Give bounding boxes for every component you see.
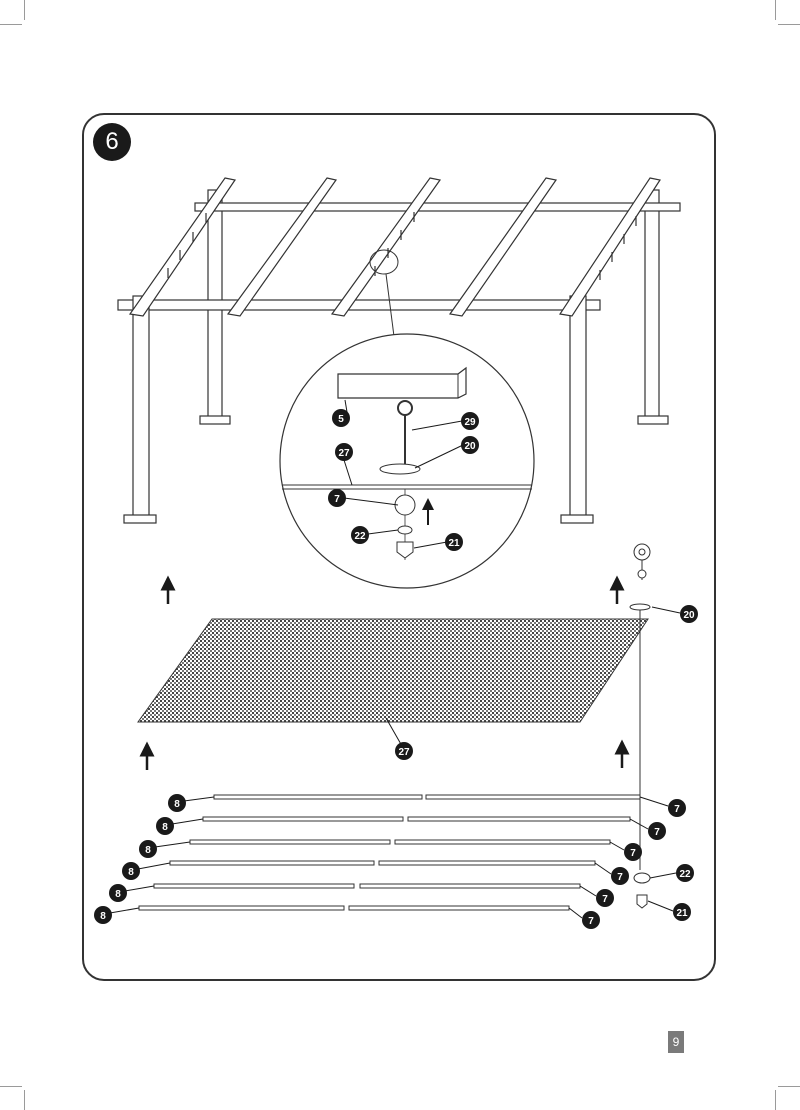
callout-22: 22 xyxy=(351,526,369,544)
rafter xyxy=(226,177,338,317)
crop-mark xyxy=(775,1090,776,1110)
step-number-badge: 6 xyxy=(93,123,131,161)
beam-back xyxy=(194,202,681,212)
callout-7: 7 xyxy=(668,799,686,817)
svg-text:27: 27 xyxy=(338,448,350,459)
svg-text:21: 21 xyxy=(448,538,460,549)
rod xyxy=(153,883,355,889)
washer-part xyxy=(379,463,421,475)
callout-8: 8 xyxy=(168,794,186,812)
callout-27: 27 xyxy=(335,443,353,461)
rafter xyxy=(448,177,558,317)
crop-mark xyxy=(778,1086,800,1087)
rafter xyxy=(558,177,661,317)
svg-text:7: 7 xyxy=(334,494,340,505)
svg-text:8: 8 xyxy=(174,799,180,810)
nut-part xyxy=(397,525,413,535)
post-back-right xyxy=(644,189,660,421)
callout-22: 22 xyxy=(676,864,694,882)
rod xyxy=(394,839,611,845)
svg-text:20: 20 xyxy=(464,441,476,452)
callout-20: 20 xyxy=(461,436,479,454)
callout-21: 21 xyxy=(445,533,463,551)
rafter xyxy=(128,177,237,317)
callout-7: 7 xyxy=(328,489,346,507)
page-number: 9 xyxy=(668,1031,684,1053)
rod-set xyxy=(138,794,641,911)
shade-net xyxy=(137,618,649,723)
clip-part xyxy=(396,541,414,559)
svg-text:7: 7 xyxy=(630,848,636,859)
crop-mark xyxy=(775,0,776,20)
callout-8: 8 xyxy=(122,862,140,880)
callout-21: 21 xyxy=(673,903,691,921)
callout-29: 29 xyxy=(461,412,479,430)
svg-text:8: 8 xyxy=(115,889,121,900)
crop-mark xyxy=(0,24,22,25)
rafter-hooks xyxy=(167,212,637,280)
svg-text:8: 8 xyxy=(145,845,151,856)
svg-text:7: 7 xyxy=(588,916,594,927)
svg-text:22: 22 xyxy=(679,869,691,880)
callout-20: 20 xyxy=(680,605,698,623)
crop-mark xyxy=(0,1086,22,1087)
callout-7: 7 xyxy=(611,867,629,885)
rod xyxy=(359,883,581,889)
pergola-frame xyxy=(117,177,681,524)
rod xyxy=(378,860,596,866)
svg-text:8: 8 xyxy=(100,911,106,922)
callout-7: 7 xyxy=(624,843,642,861)
svg-text:7: 7 xyxy=(602,894,608,905)
rod xyxy=(213,794,423,800)
svg-text:7: 7 xyxy=(617,872,623,883)
callout-8: 8 xyxy=(156,817,174,835)
hardware-stack xyxy=(629,543,651,909)
crop-mark xyxy=(24,1090,25,1110)
crop-mark xyxy=(778,24,800,25)
callout-27: 27 xyxy=(395,742,413,760)
callout-8: 8 xyxy=(109,884,127,902)
svg-text:8: 8 xyxy=(162,822,168,833)
callout-7: 7 xyxy=(648,822,666,840)
rafter xyxy=(330,177,442,317)
rod xyxy=(348,905,570,911)
post-front-left xyxy=(132,295,150,519)
svg-text:7: 7 xyxy=(654,827,660,838)
instruction-panel xyxy=(82,113,716,981)
svg-text:5: 5 xyxy=(338,414,344,425)
svg-text:29: 29 xyxy=(464,417,476,428)
svg-text:21: 21 xyxy=(676,908,688,919)
callout-7: 7 xyxy=(596,889,614,907)
beam-front xyxy=(117,299,601,311)
post-front-right xyxy=(569,295,587,519)
detail-zoom xyxy=(279,333,535,589)
detail-circle-small xyxy=(369,249,399,275)
rod xyxy=(138,905,345,911)
svg-text:27: 27 xyxy=(398,747,410,758)
callout-5: 5 xyxy=(332,409,350,427)
svg-text:7: 7 xyxy=(674,804,680,815)
rod xyxy=(202,816,404,822)
svg-text:22: 22 xyxy=(354,531,366,542)
rod xyxy=(189,839,391,845)
svg-text:20: 20 xyxy=(683,610,695,621)
callout-8: 8 xyxy=(94,906,112,924)
crop-mark xyxy=(24,0,25,20)
lift-arrows xyxy=(139,575,630,770)
rod xyxy=(425,794,641,800)
callout-8: 8 xyxy=(139,840,157,858)
rod xyxy=(407,816,631,822)
callout-7: 7 xyxy=(582,911,600,929)
svg-text:8: 8 xyxy=(128,867,134,878)
rod xyxy=(169,860,375,866)
leader-lines xyxy=(109,399,681,919)
